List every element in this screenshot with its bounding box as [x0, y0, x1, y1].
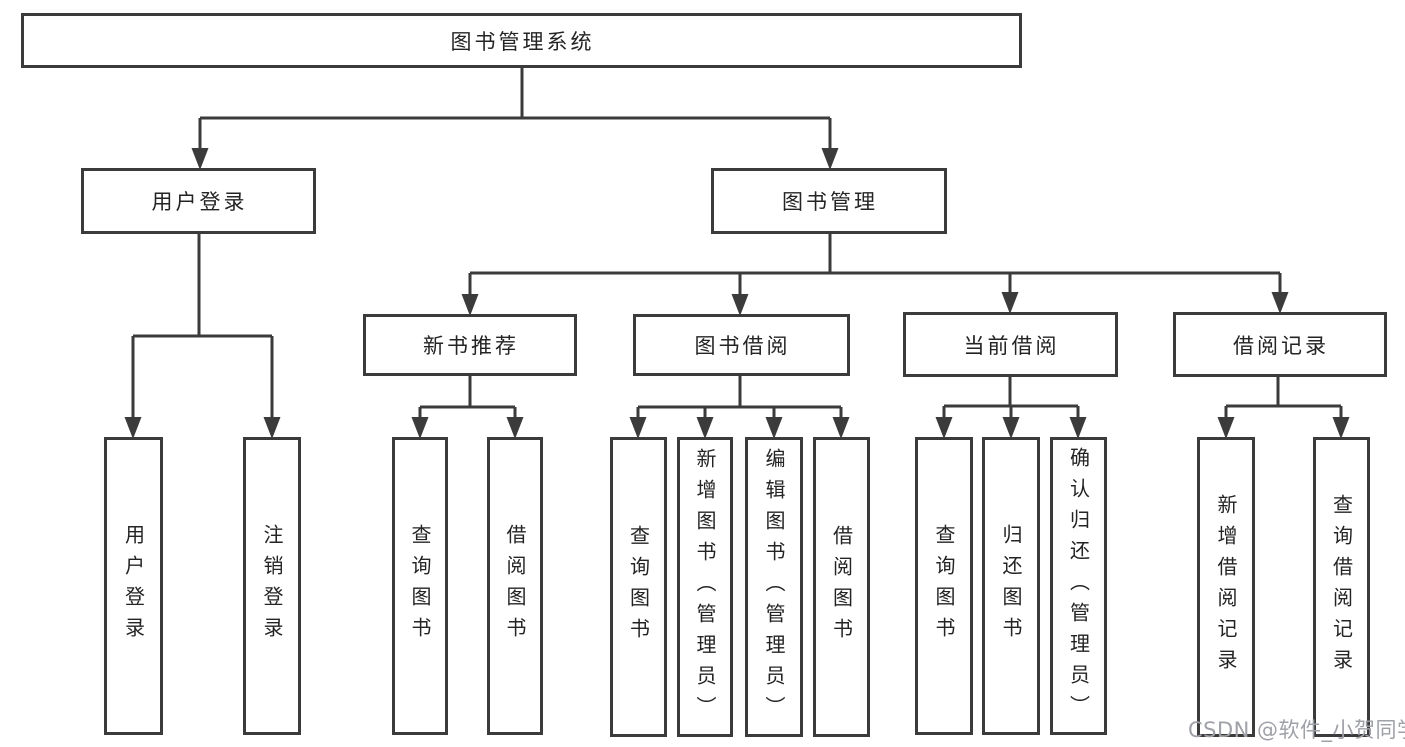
- node-query-book-borrow: 查询图书: [610, 437, 667, 737]
- node-book-management: 图书管理: [711, 168, 947, 234]
- node-system: 图书管理系统: [21, 13, 1022, 68]
- node-label-borrow-record: 借阅记录: [1233, 333, 1329, 358]
- node-label-query-borrow-record: 查询借阅记录: [1329, 494, 1354, 680]
- node-label-user-login: 用户登录: [151, 190, 248, 214]
- arrowhead-icon: [935, 417, 953, 439]
- arrowhead-icon: [506, 417, 524, 439]
- node-query-borrow-record: 查询借阅记录: [1313, 437, 1370, 737]
- arrowhead-icon: [629, 417, 647, 439]
- node-label-query-book-recommend: 查询图书: [408, 524, 432, 648]
- arrowhead-icon: [821, 148, 839, 170]
- node-label-system: 图书管理系统: [450, 29, 595, 54]
- node-user-login-action: 用户登录: [104, 437, 163, 735]
- node-label-query-book-current: 查询图书: [932, 524, 956, 648]
- node-confirm-return-admin: 确认归还（管理员）: [1050, 437, 1107, 735]
- arrowhead-icon: [1332, 417, 1350, 439]
- node-logout-action: 注销登录: [243, 437, 301, 735]
- arrowhead-icon: [1069, 417, 1087, 439]
- node-label-logout-action: 注销登录: [260, 524, 284, 648]
- node-label-borrow-book-action: 借阅图书: [829, 525, 854, 649]
- node-return-book: 归还图书: [982, 437, 1040, 735]
- node-label-book-borrow: 图书借阅: [694, 334, 791, 358]
- arrowhead-icon: [731, 294, 749, 316]
- node-label-query-book-borrow: 查询图书: [626, 525, 651, 649]
- node-borrow-book-action: 借阅图书: [813, 437, 870, 737]
- node-current-borrow: 当前借阅: [903, 312, 1118, 377]
- node-label-book-management: 图书管理: [782, 190, 878, 214]
- arrowhead-icon: [1002, 417, 1020, 439]
- node-label-add-book-admin: 新增图书（管理员）: [693, 447, 717, 727]
- arrowhead-icon: [461, 294, 479, 316]
- node-add-book-admin: 新增图书（管理员）: [677, 437, 733, 737]
- node-label-add-borrow-record: 新增借阅记录: [1214, 494, 1238, 680]
- node-label-edit-book-admin: 编辑图书（管理员）: [762, 447, 786, 727]
- arrowhead-icon: [765, 417, 783, 439]
- node-label-user-login-action: 用户登录: [121, 524, 146, 648]
- node-user-login: 用户登录: [81, 168, 316, 234]
- arrowhead-icon: [1001, 292, 1019, 314]
- arrowhead-icon: [696, 417, 714, 439]
- arrowhead-icon: [124, 417, 142, 439]
- arrowhead-icon: [263, 417, 281, 439]
- node-query-book-current: 查询图书: [915, 437, 973, 735]
- node-book-borrow: 图书借阅: [633, 314, 850, 376]
- watermark-text: CSDN @软件_小贺同学: [1188, 718, 1405, 742]
- arrowhead-icon: [832, 417, 850, 439]
- node-add-borrow-record: 新增借阅记录: [1197, 437, 1255, 737]
- arrowhead-icon: [411, 417, 429, 439]
- arrowhead-icon: [1271, 292, 1289, 314]
- node-borrow-record: 借阅记录: [1173, 312, 1387, 377]
- node-new-book-recommend: 新书推荐: [363, 314, 577, 376]
- node-edit-book-admin: 编辑图书（管理员）: [745, 437, 803, 737]
- node-label-borrow-book-recommend: 借阅图书: [503, 524, 527, 648]
- arrowhead-icon: [1217, 417, 1235, 439]
- node-label-confirm-return-admin: 确认归还（管理员）: [1066, 446, 1091, 726]
- node-label-current-borrow: 当前借阅: [963, 333, 1060, 358]
- node-label-new-book-recommend: 新书推荐: [423, 334, 519, 358]
- arrowhead-icon: [191, 148, 209, 170]
- node-query-book-recommend: 查询图书: [392, 437, 448, 735]
- node-label-return-book: 归还图书: [999, 524, 1023, 648]
- node-borrow-book-recommend: 借阅图书: [487, 437, 543, 735]
